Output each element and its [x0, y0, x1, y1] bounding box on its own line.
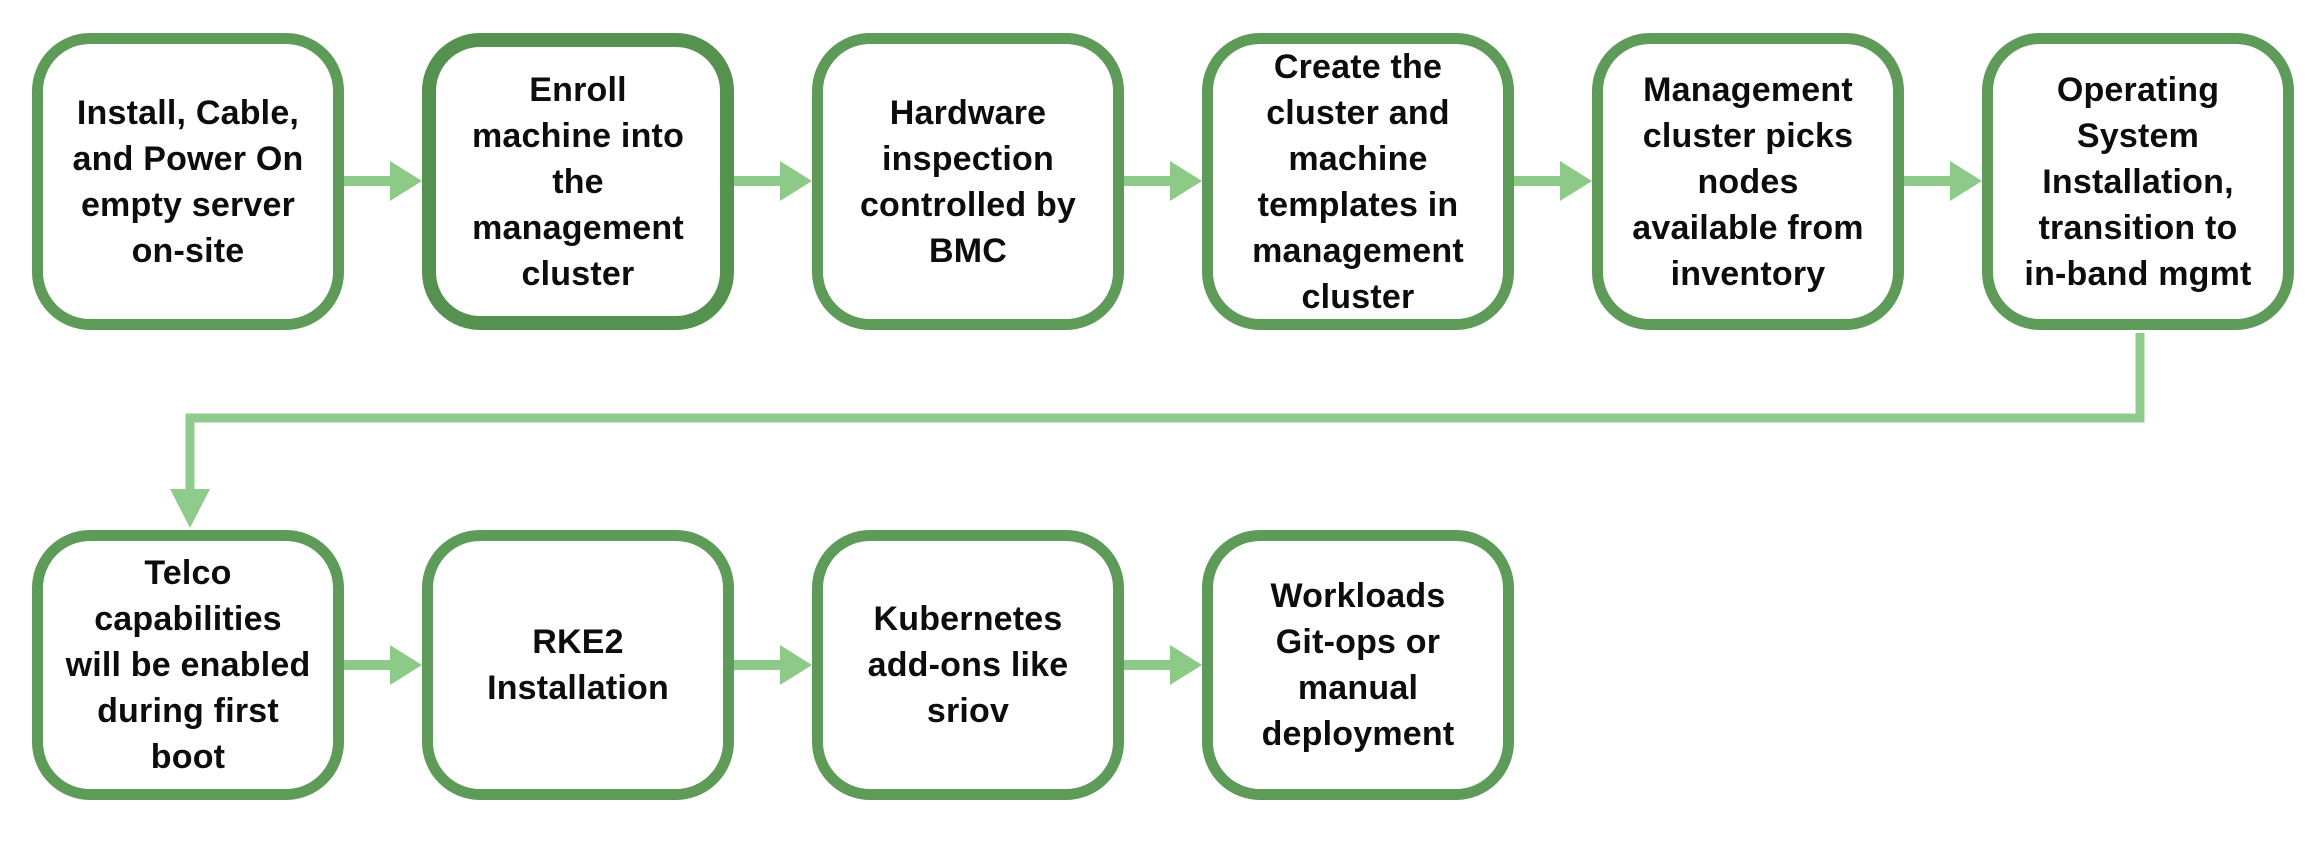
flow-node-rke2-installation: RKE2 Installation [422, 530, 734, 800]
arrow-down-icon [170, 489, 210, 528]
flow-node-workloads-deployment: Workloads Git-ops or manual deployment [1202, 530, 1514, 800]
arrow-right-icon [1124, 645, 1202, 685]
arrow-shaft [344, 176, 394, 186]
flow-node-label: RKE2 Installation [487, 623, 669, 707]
flow-node-label: Management cluster picks nodes available… [1632, 70, 1864, 293]
flow-node-kubernetes-addons: Kubernetes add-ons like sriov [812, 530, 1124, 800]
arrow-right-icon [1904, 161, 1982, 201]
flow-node-label: Hardware inspection controlled by BMC [859, 93, 1077, 270]
flow-node-create-cluster-templates: Create the cluster and machine templates… [1202, 33, 1514, 330]
arrowhead [390, 645, 422, 685]
arrow-right-icon [1124, 161, 1202, 201]
arrow-right-icon [734, 161, 812, 201]
flow-node-label: Create the cluster and machine templates… [1252, 47, 1464, 316]
elbow-connector-line [185, 333, 2145, 492]
flow-node-label: Workloads Git-ops or manual deployment [1261, 577, 1455, 753]
arrow-shaft [344, 660, 394, 670]
flow-node-label: Operating System Installation, transitio… [2024, 70, 2252, 293]
arrow-shaft [734, 660, 784, 670]
arrowhead [1170, 645, 1202, 685]
flow-node-management-cluster-picks-nodes: Management cluster picks nodes available… [1592, 33, 1904, 330]
arrowhead [780, 645, 812, 685]
arrow-right-icon [344, 161, 422, 201]
arrowhead [1170, 161, 1202, 201]
flow-node-label: Telco capabilities will be enabled durin… [65, 554, 311, 776]
flow-node-enroll-machine: Enroll machine into the management clust… [422, 33, 734, 330]
flow-node-telco-capabilities: Telco capabilities will be enabled durin… [32, 530, 344, 800]
flow-node-os-installation: Operating System Installation, transitio… [1982, 33, 2294, 330]
arrow-right-icon [344, 645, 422, 685]
flow-node-label: Enroll machine into the management clust… [471, 70, 685, 293]
flow-node-hardware-inspection: Hardware inspection controlled by BMC [812, 33, 1124, 330]
arrow-shaft [1124, 660, 1174, 670]
arrow-shaft [1904, 176, 1954, 186]
arrow-shaft [1124, 176, 1174, 186]
arrowhead [390, 161, 422, 201]
arrow-shaft [734, 176, 784, 186]
arrow-right-icon [734, 645, 812, 685]
flow-node-label: Kubernetes add-ons like sriov [867, 600, 1069, 730]
arrow-shaft [1514, 176, 1564, 186]
arrow-right-icon [1514, 161, 1592, 201]
arrowhead [1950, 161, 1982, 201]
arrowhead [780, 161, 812, 201]
arrowhead [1560, 161, 1592, 201]
flow-node-label: Install, Cable, and Power On empty serve… [72, 93, 304, 270]
flow-node-install-cable-power-on: Install, Cable, and Power On empty serve… [32, 33, 344, 330]
